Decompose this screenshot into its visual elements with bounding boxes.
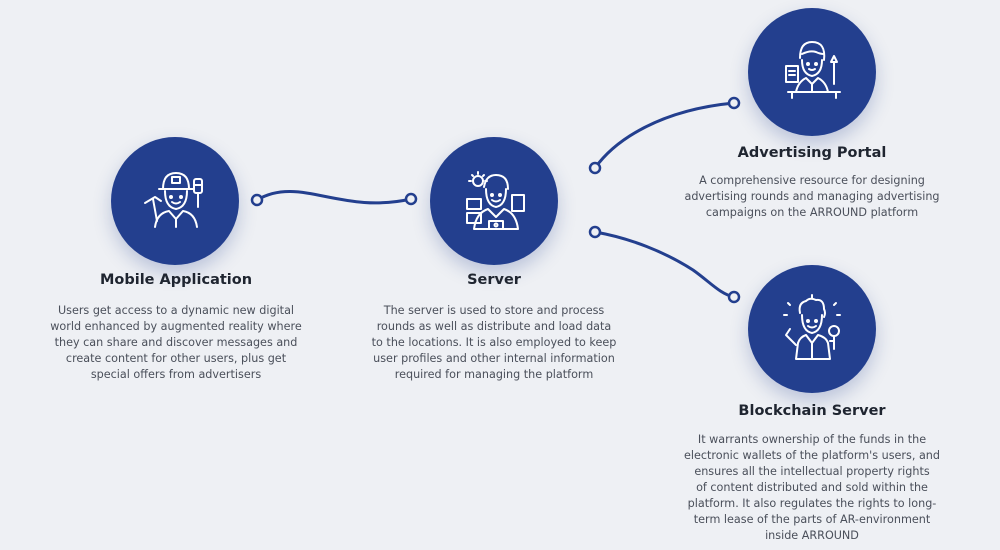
advertising-portal-node [748, 8, 876, 136]
blockchain-server-title: Blockchain Server [738, 403, 886, 419]
person-with-microphone-icon [783, 294, 841, 360]
description-line: of content distributed and sold within t… [696, 481, 928, 494]
connector-endpoint [588, 161, 602, 175]
description-line: A comprehensive resource for designing [699, 174, 925, 187]
advertising-portal-description: A comprehensive resource for designing a… [664, 173, 960, 221]
blockchain-server-description: It warrants ownership of the funds in th… [664, 432, 960, 544]
server-description: The server is used to store and process … [346, 303, 642, 383]
description-line: create content for other users, plus get [65, 352, 287, 365]
connector-endpoint [727, 290, 741, 304]
connector-endpoint [588, 225, 602, 239]
connector-endpoint [250, 193, 264, 207]
worker-with-hardhat-icon [144, 172, 203, 228]
person-with-screens-icon [466, 171, 525, 230]
description-line: It warrants ownership of the funds in th… [697, 433, 927, 446]
mobile-application-node [111, 137, 239, 265]
connector-mobile-server [255, 190, 413, 205]
description-line: to the locations. It is also employed to… [371, 336, 617, 349]
description-line: advertising rounds and managing advertis… [684, 190, 940, 203]
server-title: Server [467, 272, 521, 288]
description-line: they can share and discover messages and [54, 336, 298, 349]
description-line: platform. It also regulates the rights t… [687, 497, 937, 510]
connector-endpoint [404, 192, 418, 206]
advertising-portal-title: Advertising Portal [737, 145, 887, 161]
description-line: required for managing the platform [394, 368, 594, 381]
connector-server-blockchain [593, 230, 736, 299]
description-line: ensures all the intellectual property ri… [694, 465, 930, 478]
blockchain-server-node [748, 265, 876, 393]
server-node [430, 137, 558, 265]
description-line: electronic wallets of the platform's use… [683, 449, 941, 462]
connector-endpoint [727, 96, 741, 110]
mobile-application-title: Mobile Application [99, 272, 253, 288]
description-line: term lease of the parts of AR-environmen… [693, 513, 931, 526]
connector-server-advertising [593, 101, 736, 170]
description-line: Users get access to a dynamic new digita… [57, 304, 295, 317]
mobile-application-description: Users get access to a dynamic new digita… [28, 303, 324, 383]
description-line: world enhanced by augmented reality wher… [50, 320, 302, 333]
description-line: special offers from advertisers [90, 368, 262, 381]
person-at-desk-icon [785, 41, 841, 99]
description-line: user profiles and other internal informa… [373, 352, 615, 365]
description-line: inside ARROUND [765, 529, 859, 542]
description-line: rounds as well as distribute and load da… [376, 320, 612, 333]
description-line: campaigns on the ARROUND platform [705, 206, 919, 219]
description-line: The server is used to store and process [383, 304, 605, 317]
